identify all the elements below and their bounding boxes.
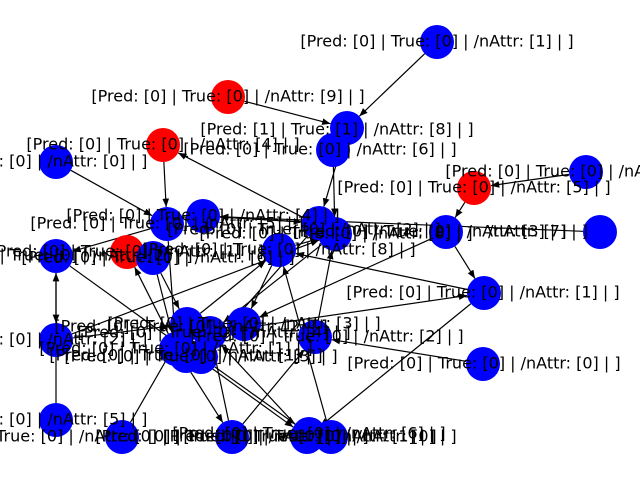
graph-node-n11	[186, 199, 220, 233]
graph-node-n8	[457, 171, 491, 205]
node-label-n34: [Pred: [0] | True: [0] | /nAttr: [2] | ]	[190, 327, 463, 346]
node-label-n4: [Pred: [0] | True: [0] | /nAttr: [4] | ]	[26, 135, 299, 154]
graph-edge	[221, 345, 296, 425]
node-label-n20: [Pred: [0] | True: [0] | /nAttr: [2] | ]	[54, 317, 327, 336]
graph-node-n5	[316, 133, 350, 167]
graph-edge	[162, 161, 170, 208]
node-label-n10: [Pred: [0] | True: [0] | /nAttr: [3] | ]	[293, 222, 566, 241]
node-label-n33: [Pred: [0] | True: [0] | /nAttr: [6] | ]	[172, 424, 445, 443]
graph-node-n18	[227, 307, 261, 341]
graph-edge	[331, 337, 467, 362]
node-label-n12: /nAttr: [7] | ]	[488, 222, 588, 241]
node-label-n16: [Pred: [0] | True: [0] | /nAttr: [8] | ]	[142, 240, 415, 259]
node-label-n30: [Pred: [0] | True: [0] | /nAttr: [0] | ]	[183, 427, 456, 446]
graph-node-n23	[39, 323, 73, 357]
node-label-n26: True: [0] | /nAttr: [5] | ]	[0, 410, 147, 429]
graph-edge	[358, 53, 426, 117]
labels-layer: [Pred: [0] | True: [0] | /nAttr: [1] | ]…	[0, 32, 640, 446]
graph-edge	[317, 250, 334, 321]
graph-node-n34	[298, 320, 332, 354]
graph-edge	[259, 238, 431, 318]
graph-edge	[70, 169, 153, 217]
node-label-n27: red: [0] | True: [0] | /nAttr: [0] | ]	[0, 427, 179, 446]
node-label-n22: [Pred: [0] | True: [0] | /nAttr: [2] | ]	[0, 246, 193, 265]
graph-node-n16	[262, 233, 296, 267]
graph-edge	[184, 363, 224, 423]
graph-node-n28	[215, 420, 249, 454]
graph-node-n17	[302, 206, 336, 240]
node-label-n17: [Pred: [0] | True: [0] | /nAttr: [2] | ]	[167, 220, 440, 239]
graph-node-n7	[569, 155, 603, 189]
node-label-n8: [Pred: [0] | True: [0] | /nAttr: [5] | ]	[337, 178, 610, 197]
node-label-n14: [Pred: [0] | True: [0] | /nAttr: [6] | ]	[21, 248, 294, 267]
graph-edge	[250, 265, 273, 309]
graph-node-n33	[292, 417, 326, 451]
graph-edge	[156, 274, 174, 333]
graph-node-n27	[105, 420, 139, 454]
node-label-n3: [Pred: [1] | True: [1] | /nAttr: [8] | ]	[200, 120, 473, 139]
node-label-n23: True: [0] | /nAttr: [2] | ]	[0, 330, 147, 349]
node-label-n18: [Pred: [0] | True: [0] | /nAttr: [3] | ]	[107, 314, 380, 333]
node-label-n28: [Pred: [0] | True: [0] | /nAttr: [0] | ]	[95, 427, 368, 446]
node-label-n1: [Pred: [0] | True: [0] | /nAttr: [1] | ]	[300, 32, 573, 51]
graph-edge	[226, 293, 468, 332]
graph-node-n2	[211, 80, 245, 114]
graph-edge	[214, 366, 296, 425]
graph-edge	[319, 303, 472, 427]
node-label-n32: [Pred: [0] | True: [0] | /nAttr: [0] | ]	[347, 354, 620, 373]
nodes-layer	[39, 25, 617, 454]
graph-node-n1	[420, 25, 454, 59]
graph-node-n19	[467, 276, 501, 310]
graph-node-n22	[39, 239, 73, 273]
graph-edge	[454, 246, 476, 279]
graph-node-n4	[146, 128, 180, 162]
node-label-n24: [Pred: [0] | True: [0] | /nAttr: [1] | ]	[39, 339, 312, 358]
node-label-n2: [Pred: [0] | True: [0] | /nAttr: [9] | ]	[91, 87, 364, 106]
graph-node-n26	[39, 403, 73, 437]
node-label-n13: [Pred: [0] | True: [0] | /nAttr: [1] | ]	[0, 242, 264, 261]
graph-node-n14	[136, 241, 170, 275]
graph-node-n12	[583, 215, 617, 249]
graph-edge	[295, 251, 468, 291]
graph-edge	[490, 173, 570, 188]
graph-edge	[454, 202, 466, 218]
edges-layer	[52, 53, 584, 440]
graph-node-n31	[169, 339, 203, 373]
node-label-n21: [Pred: [0] | True: [0] | /nAttr: [4] | ]	[77, 323, 350, 342]
graph-edge	[177, 152, 321, 227]
graph-edge	[160, 272, 180, 310]
graph-node-n10	[429, 215, 463, 249]
graph-node-n15	[150, 207, 184, 241]
graph-edge	[295, 237, 319, 246]
node-label-n19: [Pred: [0] | True: [0] | /nAttr: [1] | ]	[346, 283, 619, 302]
node-label-n29: [Pred: [0] | True: [0] | /nAttr: [1] | ]	[163, 427, 436, 446]
graph-node-n32	[466, 347, 500, 381]
graph-edge	[72, 228, 151, 253]
graph-edge	[244, 100, 331, 125]
graph-edge	[72, 323, 171, 339]
graph-node-n13	[110, 235, 144, 269]
graph-edge	[219, 214, 303, 223]
graph-edge	[134, 266, 169, 335]
node-label-n7: [Pred: [0] | True: [0] | /nAttr: [5] | ]	[445, 162, 640, 181]
node-label-n25: [Pred: [0] | True: [0] | /nAttr: [3] | ]	[64, 347, 337, 366]
graph-edge	[242, 349, 305, 425]
node-label-n31: [Pred: [0] | True: [0] | /nAttr: [1] | ]	[49, 346, 322, 365]
graph-node-n6	[39, 145, 73, 179]
node-label-n6: True: [0] | /nAttr: [0] | ]	[0, 152, 147, 171]
graph-edge	[219, 213, 584, 232]
node-label-n5: [Pred: [0] | True: [0] | /nAttr: [6] | ]	[183, 140, 456, 159]
graph-edge	[199, 260, 267, 314]
node-label-n11: [Pred: [0] | True: [0] | /nAttr: [4] | ]	[66, 206, 339, 225]
node-label-n15: [Pred: [0] | True: [0] | /nAttr: [5] | ]	[30, 214, 303, 233]
node-label-n9: [Pred: [0] | True: [0] | /nAttr: [8] | ]	[199, 224, 472, 243]
